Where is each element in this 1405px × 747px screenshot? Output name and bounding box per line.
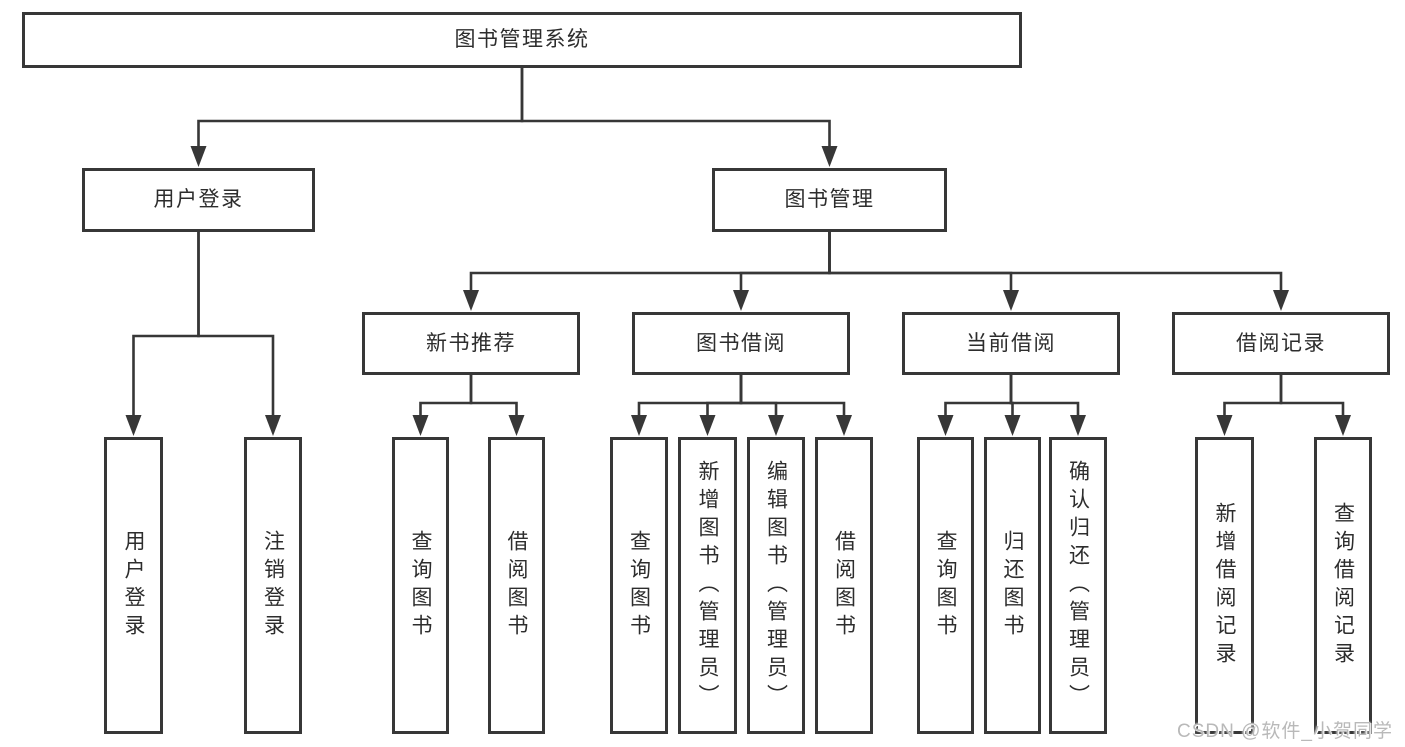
arrowhead-icon — [699, 415, 716, 436]
arrowhead-icon — [265, 415, 281, 436]
leaf-add-books-admin: 新增图书（管理员） — [678, 437, 737, 734]
leaf-borrow-books-borrowing: 借阅图书 — [815, 437, 873, 734]
arrowhead-icon — [821, 146, 838, 167]
leaf-query-books-borrowing: 查询图书 — [610, 437, 668, 734]
arrowhead-icon — [937, 415, 954, 436]
csdn-watermark: CSDN @软件_小贺同学 — [1177, 721, 1393, 742]
arrowhead-icon — [1216, 415, 1233, 436]
arrowhead-icon — [508, 415, 525, 436]
arrowhead-icon — [1003, 290, 1019, 311]
arrowhead-icon — [733, 290, 749, 311]
root-library-management-system: 图书管理系统 — [22, 12, 1022, 68]
node-new-book-recommend: 新书推荐 — [362, 312, 580, 375]
arrowhead-icon — [836, 415, 852, 436]
leaf-confirm-return-admin: 确认归还（管理员） — [1049, 437, 1107, 734]
node-user-login: 用户登录 — [82, 168, 315, 232]
arrowhead-icon — [1335, 415, 1351, 436]
arrowhead-icon — [1273, 290, 1289, 311]
arrowhead-icon — [190, 146, 207, 167]
arrowhead-icon — [412, 415, 429, 436]
node-book-management: 图书管理 — [712, 168, 947, 232]
leaf-borrow-books-recommend: 借阅图书 — [488, 437, 545, 734]
arrowhead-icon — [1004, 415, 1021, 436]
leaf-logout: 注销登录 — [244, 437, 302, 734]
arrowhead-icon — [125, 415, 142, 436]
leaf-return-books: 归还图书 — [984, 437, 1041, 734]
arrowhead-icon — [1070, 415, 1086, 436]
arrowhead-icon — [631, 415, 647, 436]
leaf-edit-books-admin: 编辑图书（管理员） — [747, 437, 805, 734]
leaf-query-borrow-record: 查询借阅记录 — [1314, 437, 1372, 734]
arrowhead-icon — [463, 290, 479, 311]
leaf-user-login: 用户登录 — [104, 437, 163, 734]
leaf-query-books-current: 查询图书 — [917, 437, 974, 734]
leaf-add-borrow-record: 新增借阅记录 — [1195, 437, 1254, 734]
node-borrowing-records: 借阅记录 — [1172, 312, 1390, 375]
node-current-borrowing: 当前借阅 — [902, 312, 1120, 375]
arrowhead-icon — [768, 415, 784, 436]
leaf-query-books-recommend: 查询图书 — [392, 437, 449, 734]
node-book-borrowing: 图书借阅 — [632, 312, 850, 375]
